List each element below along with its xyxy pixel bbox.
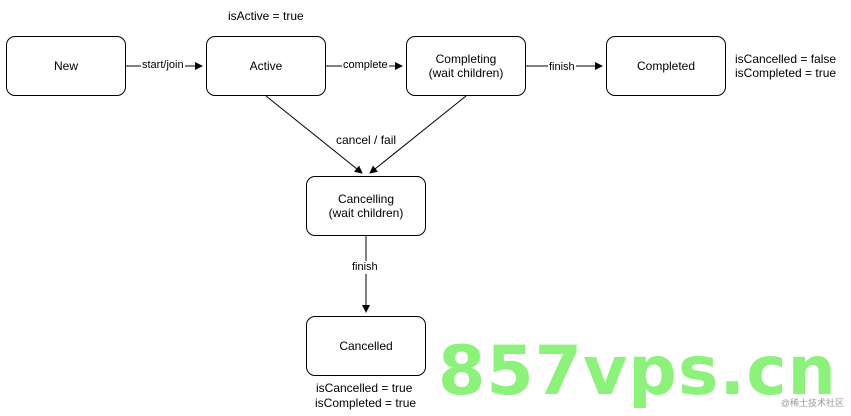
state-active-label: Active xyxy=(249,59,283,73)
state-cancelled[interactable]: Cancelled xyxy=(306,316,426,376)
state-completing-note: (wait children) xyxy=(428,66,504,80)
state-completing-title: Completing xyxy=(435,52,497,66)
edge-label-complete: complete xyxy=(342,59,389,72)
annotation-cancelled-cancelled-flag: isCancelled = true xyxy=(316,381,413,395)
annotation-active-flag: isActive = true xyxy=(228,9,304,23)
state-new-label: New xyxy=(53,59,78,73)
edge-cancel-active xyxy=(265,95,363,174)
edge-cancel-completing xyxy=(369,95,467,174)
watermark: 857vps.cn xyxy=(438,332,837,411)
state-completed-label: Completed xyxy=(636,59,696,73)
edge-label-finish-completed: finish xyxy=(548,61,576,74)
state-completed[interactable]: Completed xyxy=(606,36,726,96)
site-credit: @稀土技术社区 xyxy=(780,398,844,408)
annotation-completed-cancelled-flag: isCancelled = false xyxy=(735,52,837,66)
state-active[interactable]: Active xyxy=(206,36,326,96)
annotation-cancelled-completed-flag: isCompleted = true xyxy=(315,396,417,410)
annotation-completed-completed-flag: isCompleted = true xyxy=(735,66,837,80)
state-cancelling-title: Cancelling xyxy=(337,192,395,206)
edge-label-start-join: start/join xyxy=(141,59,185,72)
state-cancelled-label: Cancelled xyxy=(339,339,393,353)
state-completing[interactable]: Completing (wait children) xyxy=(406,36,526,96)
state-new[interactable]: New xyxy=(6,36,126,96)
state-cancelling-note: (wait children) xyxy=(328,206,404,220)
state-cancelling[interactable]: Cancelling (wait children) xyxy=(306,176,426,236)
edge-label-cancel-fail: cancel / fail xyxy=(336,133,397,147)
edge-label-finish-cancelled: finish xyxy=(351,261,379,274)
